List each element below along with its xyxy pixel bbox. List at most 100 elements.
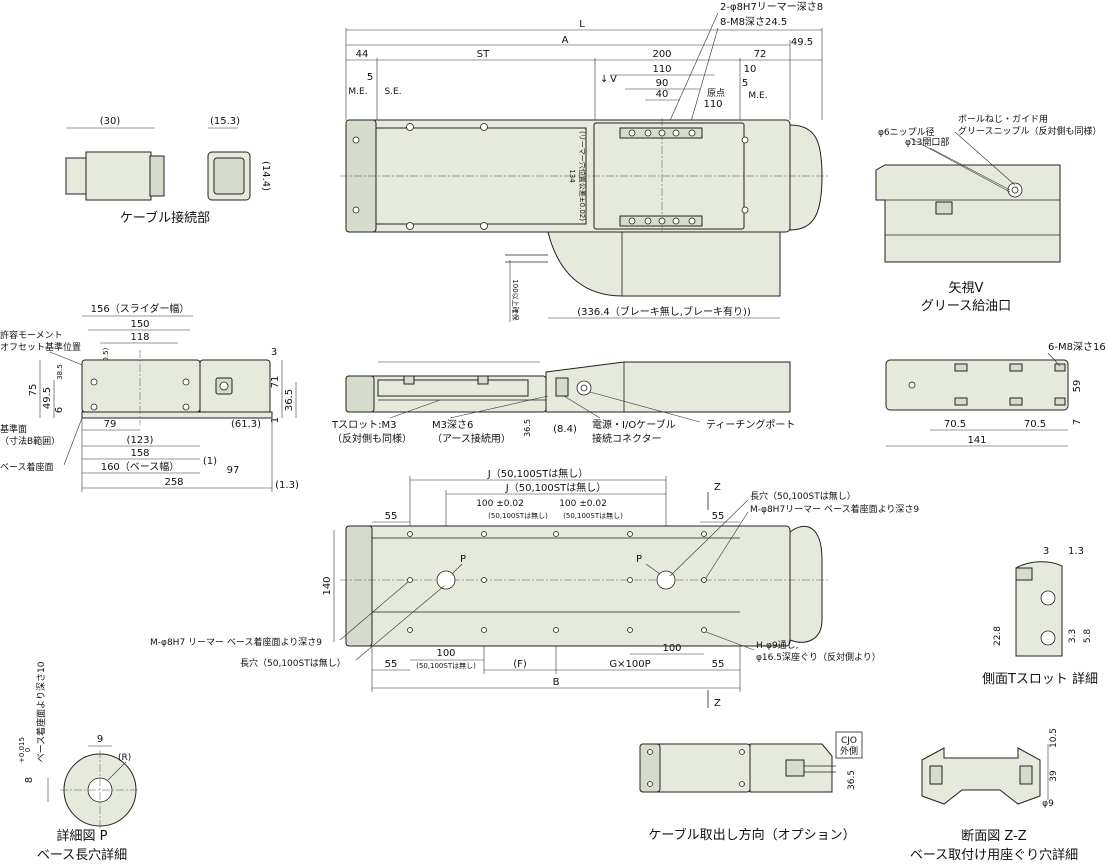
dim-slider-width: 156（スライダー幅） [91, 302, 190, 315]
dim-22-8: 22.8 [993, 626, 1003, 646]
dim-70-5b: 70.5 [1024, 419, 1046, 430]
tap-block [1054, 363, 1066, 372]
dim-72: 72 [754, 49, 767, 60]
caption-base-slot: ベース長穴詳細 [37, 847, 127, 863]
cable-connection-view: (30) (15.3) (14.4) ケーブル接続部 [65, 116, 271, 226]
dim-1-paren: (1) [203, 456, 217, 467]
dim-l: L [579, 19, 585, 30]
bolt-hole [90, 378, 98, 386]
note-reamer-left: M-φ8H7 リーマー ベース着座面より深さ9 [150, 636, 322, 648]
dim-150: 150 [130, 319, 149, 330]
label-grease-nipple-2: グリースニップル（反対側も同様） [958, 125, 1102, 137]
bolt-hole [407, 577, 413, 583]
dim-motor-length: (336.4（ブレーキ無し,ブレーキ有り)) [577, 305, 751, 318]
bolt-hole [480, 123, 488, 131]
dim-8: 8 [24, 777, 35, 783]
bolt-hole [481, 531, 487, 537]
dim-118: 118 [130, 332, 149, 343]
label-teaching-port: ティーチングポート [706, 418, 795, 431]
tap-block [1009, 397, 1023, 406]
bolt-hole [647, 749, 653, 755]
dim-100-bottom: 100 [436, 648, 455, 659]
bolt-hole [406, 123, 414, 131]
dim-140: 140 [322, 576, 333, 595]
label-moment-1: 許容モーメント [0, 329, 63, 341]
side-block [477, 375, 489, 385]
connector-tip [149, 155, 165, 197]
note-slot-right: 長穴（50,100STは無し） [750, 490, 856, 502]
label-power-cable: 電源・I/Oケーブル [592, 418, 676, 431]
arrow-v-label: ↓ [600, 74, 608, 85]
dim-30: (30) [100, 116, 121, 127]
slider-section [81, 359, 201, 413]
motor-end-cap [789, 124, 823, 231]
dim-100b-note: (50,100STは無し) [563, 511, 623, 520]
dim-38-5: 38.5 [56, 364, 64, 380]
cjo-box [835, 731, 863, 759]
detail-p: 9 (R) 8 +0.015 0 ベース着座面より深さ10 詳細図 P ベース長… [18, 661, 140, 863]
dim-123: (123) [127, 435, 154, 446]
dim-tol-upper: +0.015 [18, 737, 26, 763]
dim-j1: J（50,100STは無し） [487, 467, 588, 480]
caption-grease-port: グリース給油口 [921, 299, 1011, 314]
bolt-hole [741, 206, 749, 214]
bolt-hole [182, 403, 190, 411]
caption-t-slot: 側面Tスロット 詳細 [982, 671, 1098, 687]
label-connector: 接続コネクター [592, 432, 662, 445]
slot-hole-left [436, 570, 456, 590]
dim-100-bottom-note: (50,100STは無し) [416, 661, 476, 670]
dim-158: 158 [130, 448, 149, 459]
t-slot-detail: 3 1.3 22.8 3.3 5.8 側面Tスロット 詳細 [982, 546, 1098, 687]
zz-counterbore-left [929, 765, 943, 785]
dim-134: 134 [568, 169, 576, 183]
tap-hole [644, 217, 652, 225]
dim-15-3: (15.3) [210, 116, 240, 127]
dim-f: (F) [513, 659, 527, 670]
dim-100a: 100 ±0.02 [476, 499, 524, 509]
caption-cable-option: ケーブル取出し方向（オプション） [648, 827, 855, 843]
tap-hole [644, 129, 652, 137]
motor-section [199, 359, 271, 419]
bolt-hole [90, 403, 98, 411]
label-grease-nipple-1: ボールねじ・ガイド用 [958, 114, 1048, 125]
label-ground: （アース接続用） [432, 432, 511, 445]
bolt-hole [739, 781, 745, 787]
label-me-left: M.E. [348, 87, 367, 97]
label-dim-b-range: （寸法B範囲） [0, 435, 60, 447]
label-base-seat: ベース着座面 [0, 461, 54, 473]
label-reference-surface: 基準面 [0, 423, 27, 435]
dim-g-pitch: G×100P [609, 659, 650, 670]
bolt-hole [908, 381, 916, 389]
dim-36-5-side: 36.5 [523, 419, 532, 437]
dim-st: ST [477, 49, 490, 60]
dim-36-5-option: 36.5 [847, 770, 857, 790]
dim-79: 79 [104, 419, 117, 430]
cable-clearance: 100以上確保 [511, 279, 520, 320]
dim-59: 59 [1072, 380, 1083, 393]
dim-100b: 100 ±0.02 [559, 499, 607, 509]
dim-9: 9 [97, 734, 103, 745]
dim-49-5: 49.5 [791, 37, 813, 48]
tap-hole [688, 129, 696, 137]
p-marker-right: P [636, 554, 642, 565]
dim-200: 200 [652, 49, 671, 60]
dim-258: 258 [164, 477, 183, 488]
cjo-label: CJO [841, 736, 857, 746]
tap-hole [688, 217, 696, 225]
connector-cable [65, 157, 87, 195]
bolt-hole [627, 627, 633, 633]
label-tap-holes: 8-M8深さ24.5 [720, 16, 787, 28]
tap-block [1009, 363, 1023, 372]
view-v-block [935, 201, 953, 215]
zz-profile [921, 747, 1041, 805]
dim-10: 10 [744, 64, 757, 75]
t-slot-upper [1040, 590, 1056, 606]
teaching-port-inner [580, 384, 588, 392]
label-nipple-dia: φ6ニップル径 [878, 126, 935, 138]
dim-70-5a: 70.5 [944, 419, 966, 430]
bolt-hole [481, 577, 487, 583]
dim-a: A [562, 35, 569, 46]
dim-depth-10: ベース着座面より深さ10 [35, 661, 47, 762]
view-v-marker: V [610, 74, 617, 85]
caption-view-v: 矢視V [949, 281, 984, 296]
